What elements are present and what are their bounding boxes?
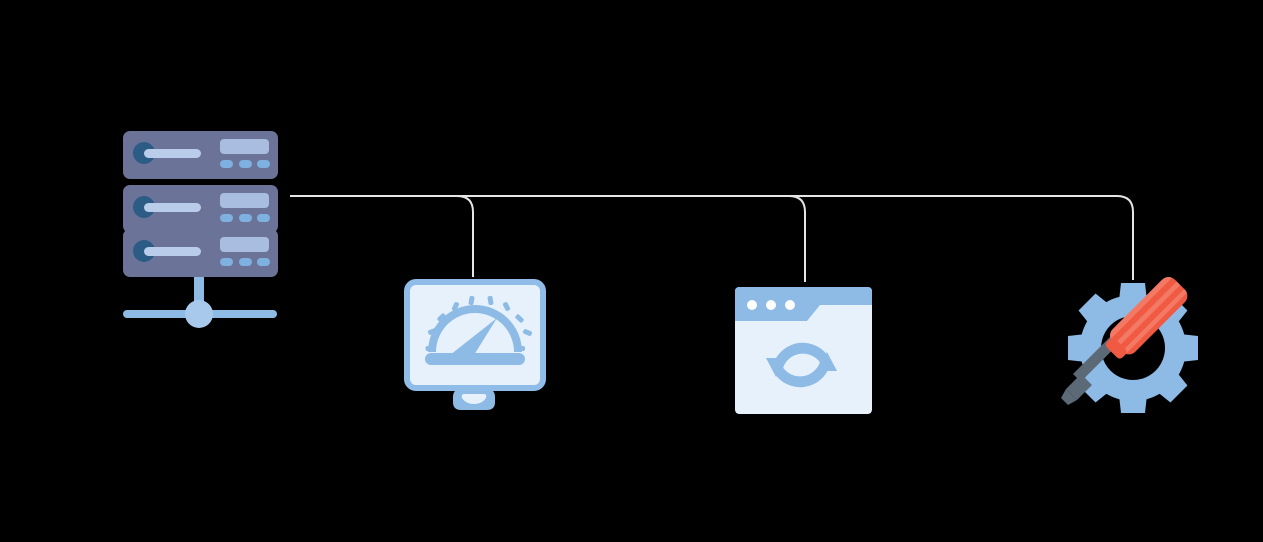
browser-dot-2: [766, 300, 776, 310]
server-pill-1: [220, 214, 233, 222]
server-pill-2: [239, 214, 252, 222]
server-display-panel: [220, 193, 269, 208]
screwdriver-icon: [1061, 277, 1188, 405]
gauge-icon: [425, 295, 533, 365]
monitor-screen-frame: [404, 279, 546, 391]
server-pill-1: [220, 258, 233, 266]
browser-sync-icon[interactable]: [735, 287, 872, 414]
server-pill-3: [257, 258, 270, 266]
server-led-indicator: [133, 142, 155, 164]
browser-dot-1: [747, 300, 757, 310]
server-pill-2: [239, 160, 252, 168]
gauge-arc: [428, 305, 522, 352]
screwdriver-tip-edge: [1061, 389, 1077, 405]
server-status-bar: [144, 203, 201, 212]
screwdriver-handle: [1110, 277, 1188, 355]
server-display-panel: [220, 139, 269, 154]
sync-refresh-icon: [766, 342, 837, 388]
sync-arc-top: [773, 342, 830, 368]
sync-arrow-left: [766, 358, 786, 377]
sync-arc-bottom: [773, 362, 830, 388]
server-unit-1[interactable]: [123, 131, 278, 179]
monitor-stand-base-inner: [461, 394, 487, 404]
gauge-ticks: [425, 295, 533, 351]
server-status-bar: [144, 247, 201, 256]
connector-bus-line: [290, 195, 1134, 280]
server-base-connector: [123, 272, 277, 328]
server-base-node: [185, 300, 213, 328]
gauge-base-bar: [425, 353, 525, 365]
server-led-indicator: [133, 240, 155, 262]
sync-arrow-right: [817, 352, 837, 371]
connector-branch-browser: [788, 195, 806, 282]
server-unit-3[interactable]: [123, 229, 278, 277]
server-pill-1: [220, 160, 233, 168]
server-pill-3: [257, 214, 270, 222]
server-stack-icon[interactable]: [123, 131, 278, 328]
gear-icon: [1068, 283, 1198, 413]
browser-title-bar: [735, 287, 872, 321]
monitor-performance-icon[interactable]: [404, 279, 546, 410]
server-stem: [194, 272, 204, 314]
server-pill-3: [257, 160, 270, 168]
server-unit-2[interactable]: [123, 185, 278, 233]
branch-connector: [290, 195, 1134, 282]
gear-screwdriver-icon[interactable]: [1061, 273, 1198, 413]
gauge-needle: [450, 318, 497, 355]
server-display-panel: [220, 237, 269, 252]
screwdriver-ferrule: [1105, 337, 1127, 359]
connector-branch-monitor: [456, 195, 474, 277]
server-pill-2: [239, 258, 252, 266]
browser-dot-3: [785, 300, 795, 310]
screwdriver-tip: [1066, 374, 1092, 400]
server-status-bar: [144, 149, 201, 158]
server-led-indicator: [133, 196, 155, 218]
